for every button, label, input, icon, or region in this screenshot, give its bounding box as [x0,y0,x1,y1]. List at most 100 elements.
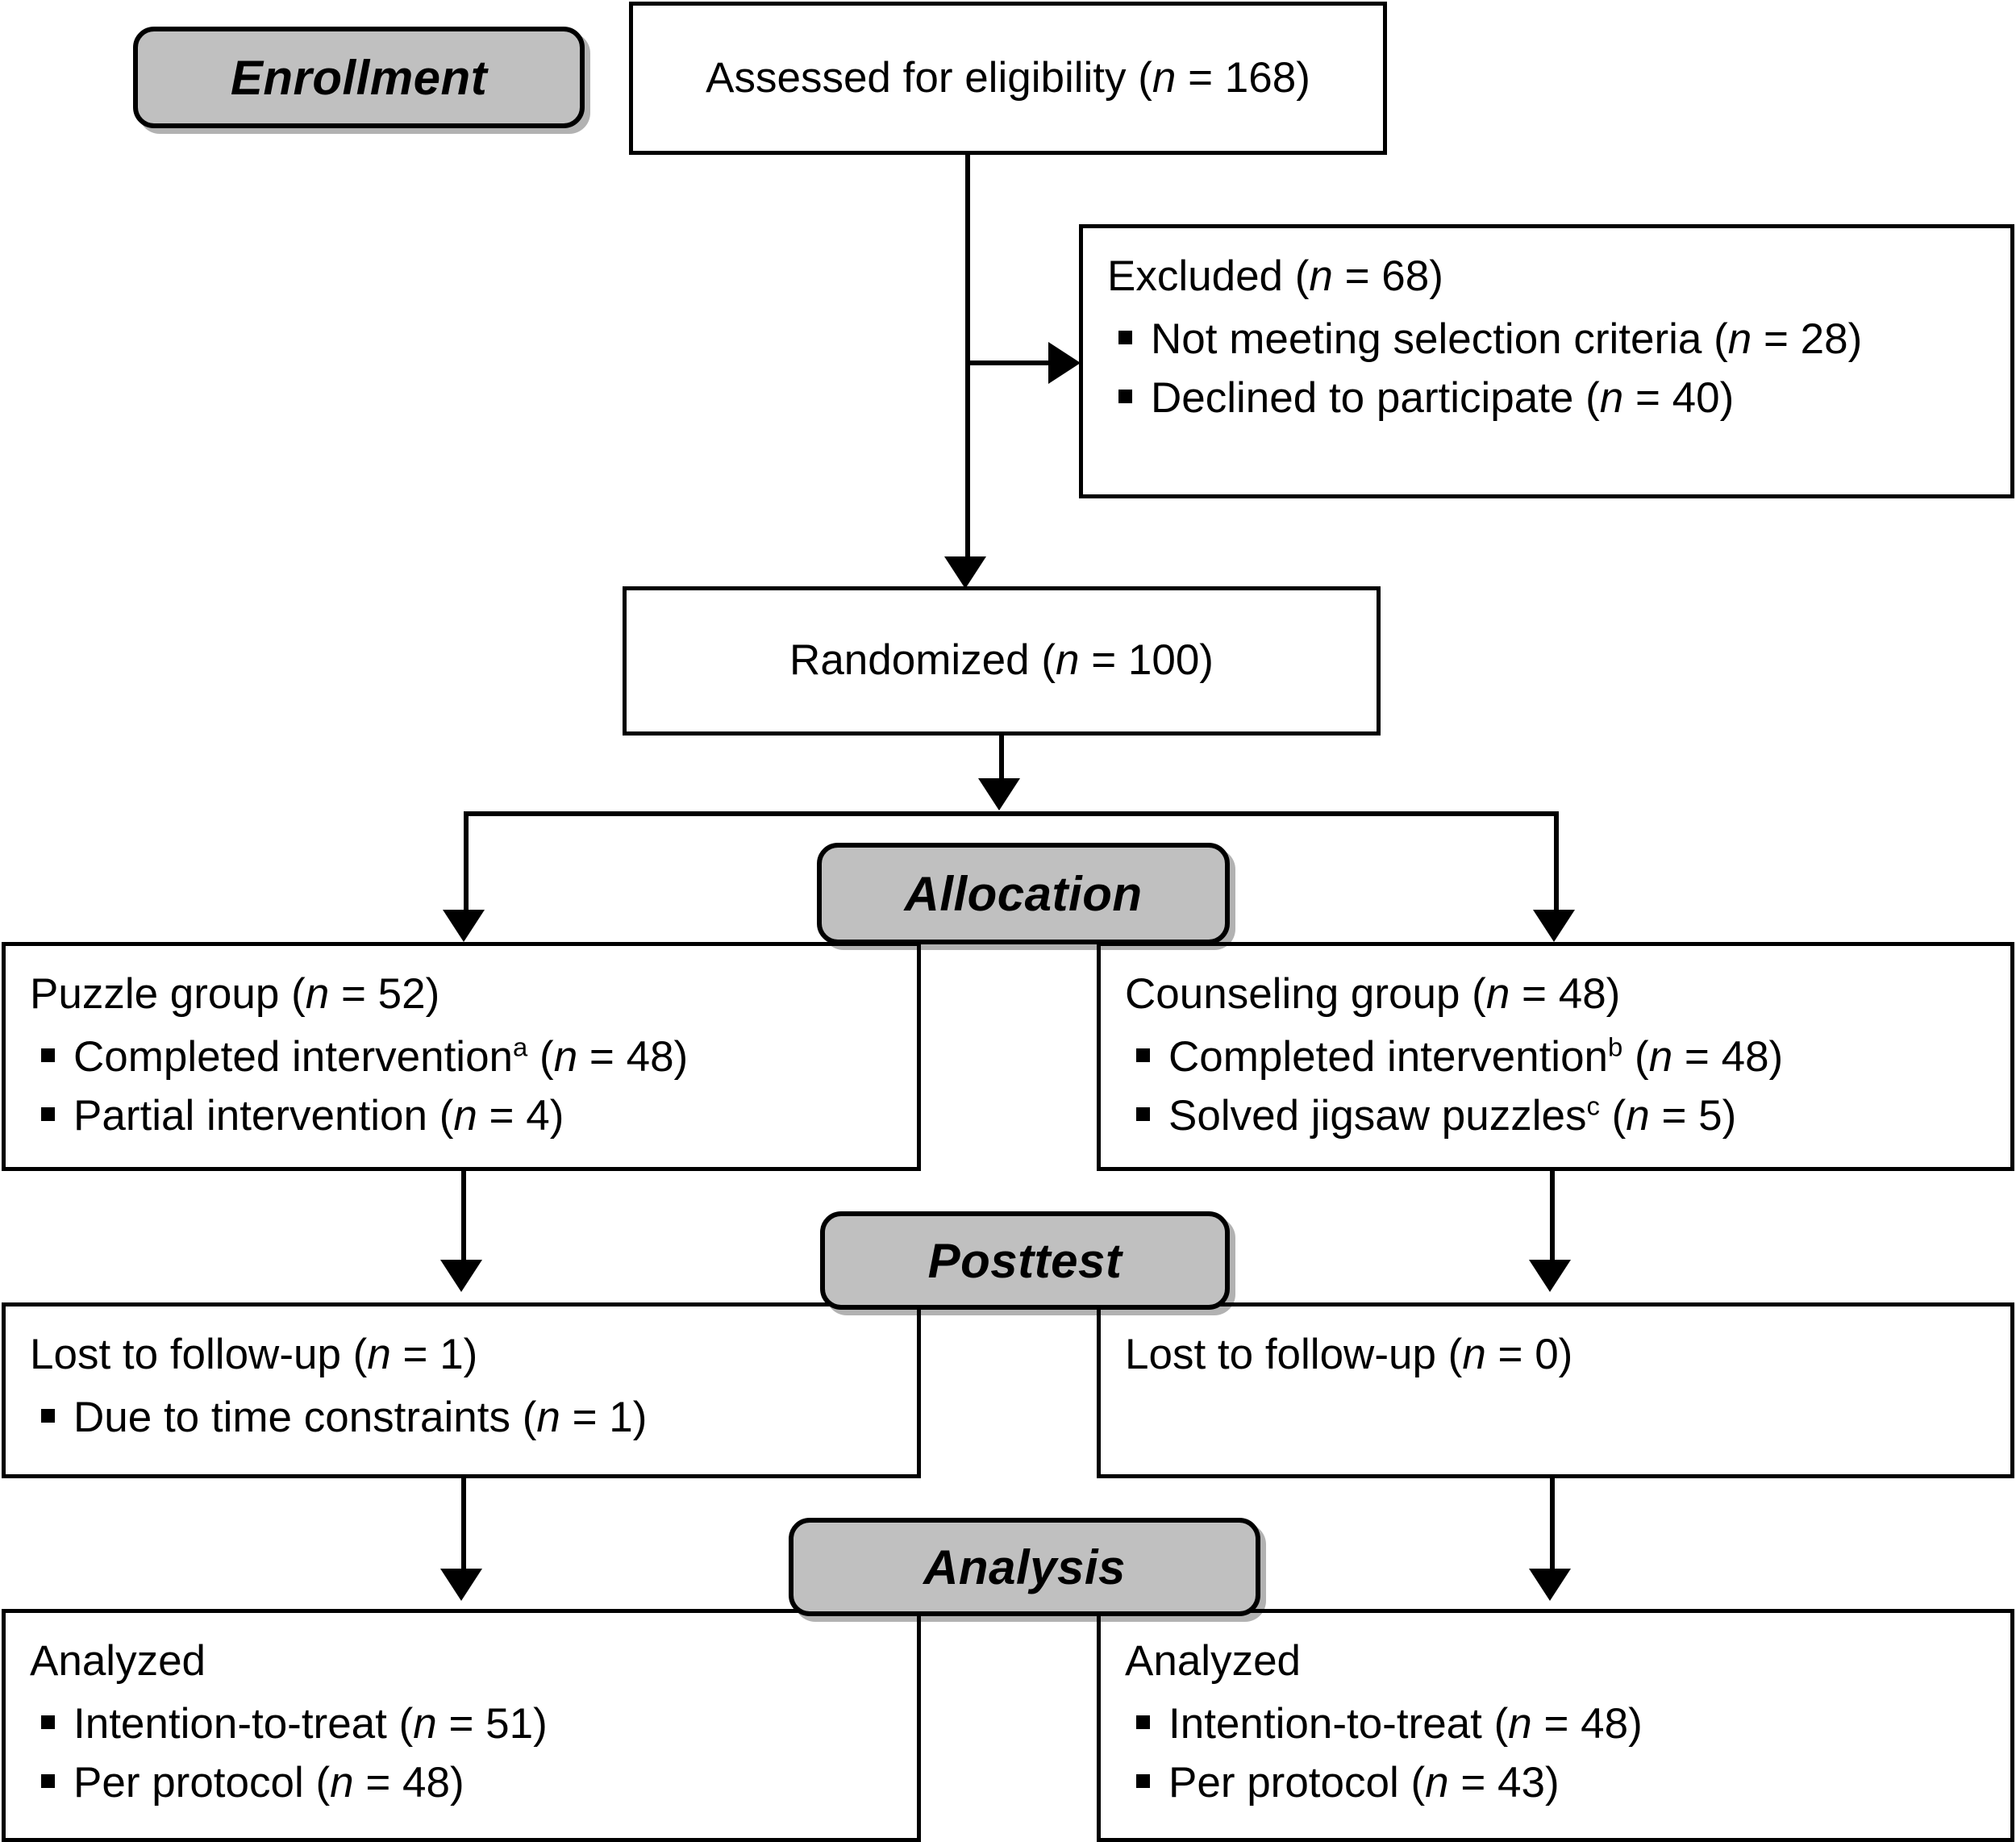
alloc-right-item-0-sup: b [1608,1031,1623,1062]
assessed-title: Assessed for eligibility (n = 168) [706,51,1310,106]
analysis-right-item-0-post: = 48) [1531,1699,1643,1748]
alloc-right-item-1-mid: ( [1599,1092,1627,1140]
excluded-title: Excluded (n = 68) [1107,249,1986,305]
alloc-right-item-1-post: = 5) [1649,1092,1737,1140]
excluded-title-n: n [1309,252,1333,300]
excluded-item-0-post: = 28) [1752,315,1863,363]
list-item: Intention-to-treat (n = 48) [1125,1694,1986,1753]
arrow-post-right-to-analysis [1529,1569,1571,1601]
post-left-item-0-post: = 1) [560,1393,648,1441]
alloc-left-title-n: n [305,970,330,1018]
alloc-left-item-1-n: n [453,1092,477,1140]
randomized-title-pre: Randomized ( [789,636,1056,685]
connector-allocation-left-drop [464,811,469,929]
alloc-left-title-pre: Puzzle group ( [30,970,306,1018]
alloc-right-title-n: n [1485,970,1510,1018]
post-left-title: Lost to follow-up (n = 1) [30,1327,893,1383]
list-item: Due to time constraints (n = 1) [30,1388,893,1447]
analysis-right-title: Analyzed [1125,1637,1302,1685]
analysis-right-item-1-n: n [1425,1759,1449,1807]
alloc-left-item-1-mid: ( [427,1092,454,1140]
analysis-right-item-1-pre: Per protocol ( [1168,1759,1426,1807]
alloc-left-list: Completed interventiona (n = 48) Partial… [30,1027,893,1145]
post-right-title-post: = 0) [1485,1331,1573,1378]
assessed-title-post: = 168) [1176,53,1310,102]
analysis-left-item-0-n: n [413,1699,437,1748]
randomized-title-n: n [1055,636,1080,685]
list-item: Completed interventiona (n = 48) [30,1027,893,1086]
list-item: Solved jigsaw puzzlesc (n = 5) [1125,1086,1986,1145]
alloc-left-item-0-pre: Completed intervention [73,1032,514,1081]
connector-post-right-to-analysis [1550,1478,1555,1580]
post-left-title-post: = 1) [390,1331,478,1378]
stage-label-allocation: Allocation [817,843,1230,944]
arrow-allocation-right [1533,910,1575,942]
list-item: Per protocol (n = 48) [30,1753,893,1812]
arrow-to-excluded [1048,342,1081,384]
node-excluded: Excluded (n = 68) Not meeting selection … [1079,224,2014,498]
connector-alloc-right-to-posttest [1550,1171,1555,1271]
alloc-right-list: Completed interventionb (n = 48) Solved … [1125,1027,1986,1145]
arrow-alloc-right-to-posttest [1529,1260,1571,1292]
alloc-right-item-0-post: = 48) [1672,1032,1784,1081]
list-item: Partial intervention (n = 4) [30,1086,893,1145]
analysis-left-item-0-post: = 51) [436,1699,548,1748]
post-right-title-n: n [1462,1331,1486,1378]
randomized-title-post: = 100) [1079,636,1214,685]
excluded-title-post: = 68) [1332,252,1443,300]
node-analysis-left: Analyzed Intention-to-treat (n = 51) Per… [2,1609,921,1842]
node-randomized: Randomized (n = 100) [623,586,1381,736]
alloc-right-item-0-n: n [1648,1032,1673,1081]
stage-label-posttest: Posttest [820,1211,1230,1310]
alloc-left-item-0-sup: a [513,1031,528,1062]
stage-label-analysis: Analysis [789,1518,1260,1616]
arrow-alloc-left-to-posttest [440,1260,482,1292]
stage-label-posttest-text: Posttest [927,1233,1123,1288]
alloc-right-item-0-pre: Completed intervention [1168,1032,1609,1081]
alloc-right-item-0-mid: ( [1622,1032,1649,1081]
connector-allocation-right-drop [1554,811,1559,929]
alloc-right-title: Counseling group (n = 48) [1125,967,1986,1023]
alloc-left-item-0-n: n [553,1032,578,1081]
alloc-right-item-1-sup: c [1586,1090,1600,1121]
alloc-right-title-post: = 48) [1510,970,1621,1018]
stage-label-enrollment: Enrollment [133,27,585,128]
analysis-left-title: Analyzed [30,1637,206,1685]
analysis-left-item-0-pre: Intention-to-treat ( [73,1699,414,1748]
arrow-post-left-to-analysis [440,1569,482,1601]
stage-label-analysis-text: Analysis [923,1540,1126,1594]
alloc-left-title-post: = 52) [329,970,440,1018]
assessed-title-n: n [1152,53,1177,102]
analysis-left-list: Intention-to-treat (n = 51) Per protocol… [30,1694,893,1812]
post-right-title-pre: Lost to follow-up ( [1125,1331,1463,1378]
analysis-right-list: Intention-to-treat (n = 48) Per protocol… [1125,1694,1986,1812]
alloc-left-item-1-post: = 4) [477,1092,564,1140]
arrow-randomized-split [978,778,1020,811]
node-allocation-puzzle-group: Puzzle group (n = 52) Completed interven… [2,942,921,1171]
alloc-right-item-1-n: n [1626,1092,1650,1140]
list-item: Intention-to-treat (n = 51) [30,1694,893,1753]
post-right-title: Lost to follow-up (n = 0) [1125,1327,1986,1383]
list-item: Completed interventionb (n = 48) [1125,1027,1986,1086]
stage-label-enrollment-text: Enrollment [230,50,488,105]
connector-alloc-left-to-posttest [461,1171,466,1271]
post-left-item-0-n: n [536,1393,560,1441]
alloc-right-item-1-pre: Solved jigsaw puzzles [1168,1092,1587,1140]
post-left-title-n: n [367,1331,391,1378]
analysis-left-item-1-post: = 48) [353,1759,464,1807]
analysis-right-item-0-pre: Intention-to-treat ( [1168,1699,1509,1748]
connector-randomized-stem [999,736,1004,798]
connector-post-left-to-analysis [461,1478,466,1580]
excluded-item-1-pre: Declined to participate ( [1151,374,1600,423]
list-item: Per protocol (n = 43) [1125,1753,1986,1812]
analysis-left-item-1-pre: Per protocol ( [73,1759,331,1807]
excluded-item-1-post: = 40) [1623,374,1735,423]
analysis-right-item-0-n: n [1508,1699,1532,1748]
post-left-list: Due to time constraints (n = 1) [30,1388,893,1447]
connector-assessed-to-randomized [965,155,970,562]
node-analysis-right: Analyzed Intention-to-treat (n = 48) Per… [1097,1609,2014,1842]
list-item: Declined to participate (n = 40) [1107,369,1986,427]
post-left-title-pre: Lost to follow-up ( [30,1331,368,1378]
alloc-left-title: Puzzle group (n = 52) [30,967,893,1023]
